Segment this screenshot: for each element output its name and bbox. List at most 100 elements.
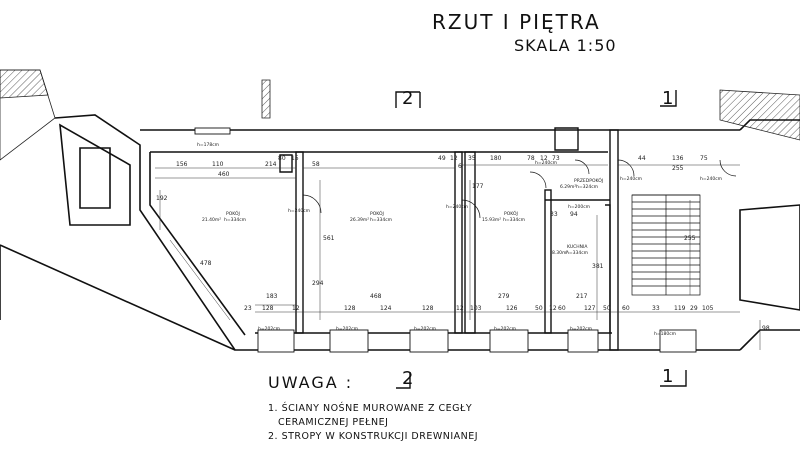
dimension-labels: 156 110 214 460 80 15 58 49 12 35 6 180 … xyxy=(156,142,770,337)
svg-text:103: 103 xyxy=(470,305,482,312)
svg-text:h=240cm: h=240cm xyxy=(620,176,642,182)
svg-text:15.93m²: 15.93m² xyxy=(482,217,501,223)
svg-text:561: 561 xyxy=(323,235,335,242)
svg-text:136: 136 xyxy=(672,155,684,162)
note-2: 2. STROPY W KONSTRUKCJI DREWNIANEJ xyxy=(268,431,479,442)
svg-text:460: 460 xyxy=(218,171,230,178)
room-labels: POKÓJ 21.40m² h=334cm POKÓJ 26.39m² h=33… xyxy=(202,177,603,256)
svg-text:35: 35 xyxy=(468,155,476,162)
section-cut-lines xyxy=(395,90,687,389)
svg-text:60: 60 xyxy=(558,305,566,312)
svg-text:12: 12 xyxy=(450,155,458,162)
svg-text:58: 58 xyxy=(312,161,320,168)
svg-text:PRZEDPOKÓJ: PRZEDPOKÓJ xyxy=(574,177,603,184)
svg-text:128: 128 xyxy=(422,305,434,312)
windows xyxy=(194,127,697,353)
svg-text:98: 98 xyxy=(762,325,770,332)
svg-text:468: 468 xyxy=(370,293,382,300)
svg-text:478: 478 xyxy=(200,260,212,267)
note-1-cont: CERAMICZNEJ PEŁNEJ xyxy=(278,417,389,428)
svg-text:26.39m²: 26.39m² xyxy=(350,217,369,223)
svg-text:h=240cm: h=240cm xyxy=(700,176,722,182)
svg-text:177: 177 xyxy=(472,183,484,190)
svg-text:h=200cm: h=200cm xyxy=(568,204,590,210)
svg-text:h=324cm: h=324cm xyxy=(576,184,598,190)
page-title: RZUT I PIĘTRA xyxy=(432,10,601,34)
section-marker-1-top: 1 xyxy=(662,88,674,109)
svg-text:80: 80 xyxy=(278,155,286,162)
section-marker-2-top: 2 xyxy=(402,88,414,109)
svg-text:183: 183 xyxy=(266,293,278,300)
svg-text:126: 126 xyxy=(506,305,518,312)
svg-text:128: 128 xyxy=(262,305,274,312)
svg-text:75: 75 xyxy=(700,155,708,162)
svg-text:POKÓJ: POKÓJ xyxy=(226,210,240,217)
room-label: POKÓJ 26.39m² h=334cm xyxy=(350,210,392,223)
dimension-lines xyxy=(155,164,761,350)
svg-text:h=334cm: h=334cm xyxy=(370,217,392,223)
svg-text:50: 50 xyxy=(535,305,543,312)
note-1: 1. ŚCIANY NOŚNE MUROWANE Z CEGŁY xyxy=(268,403,473,414)
svg-text:192: 192 xyxy=(156,195,168,202)
svg-text:29: 29 xyxy=(690,305,698,312)
svg-text:h=334cm: h=334cm xyxy=(566,250,588,256)
neighbour-hatch xyxy=(0,69,800,161)
outer-walls xyxy=(0,114,800,351)
svg-text:214: 214 xyxy=(265,161,277,168)
interior-walls xyxy=(279,127,619,351)
svg-text:33: 33 xyxy=(550,211,558,218)
svg-text:124: 124 xyxy=(380,305,392,312)
svg-text:POKÓJ: POKÓJ xyxy=(504,210,518,217)
svg-text:255: 255 xyxy=(684,235,696,242)
svg-text:15: 15 xyxy=(291,155,299,162)
svg-text:217: 217 xyxy=(576,293,588,300)
svg-text:127: 127 xyxy=(584,305,596,312)
svg-text:180: 180 xyxy=(490,155,502,162)
room-label: PRZEDPOKÓJ 6.29m² h=324cm xyxy=(560,177,603,190)
svg-text:255: 255 xyxy=(672,165,684,172)
svg-text:110: 110 xyxy=(212,161,224,168)
svg-text:73: 73 xyxy=(552,155,560,162)
svg-text:h=240cm: h=240cm xyxy=(288,208,310,214)
svg-text:POKÓJ: POKÓJ xyxy=(370,210,384,217)
svg-text:h=202cm: h=202cm xyxy=(414,326,436,332)
svg-text:78: 78 xyxy=(527,155,535,162)
svg-text:60: 60 xyxy=(622,305,630,312)
room-label: POKÓJ 15.93m² h=334cm xyxy=(482,210,525,223)
svg-text:8.30m²: 8.30m² xyxy=(552,250,568,256)
svg-text:105: 105 xyxy=(702,305,714,312)
svg-text:12: 12 xyxy=(540,155,548,162)
staircase xyxy=(631,194,701,296)
svg-text:381: 381 xyxy=(592,263,604,270)
svg-text:21.40m²: 21.40m² xyxy=(202,217,221,223)
svg-text:KUCHNIA: KUCHNIA xyxy=(567,244,588,250)
svg-text:6.29m²: 6.29m² xyxy=(560,184,576,190)
svg-text:h=334cm: h=334cm xyxy=(503,217,525,223)
svg-text:119: 119 xyxy=(674,305,686,312)
svg-text:33: 33 xyxy=(652,305,660,312)
room-label: KUCHNIA 8.30m² h=334cm xyxy=(552,244,588,256)
svg-text:h=240cm: h=240cm xyxy=(535,160,557,166)
svg-text:294: 294 xyxy=(312,280,324,287)
svg-text:94: 94 xyxy=(570,211,578,218)
scale-label: SKALA 1:50 xyxy=(514,36,617,55)
svg-text:h=202cm: h=202cm xyxy=(570,326,592,332)
svg-text:12: 12 xyxy=(549,305,557,312)
svg-text:49: 49 xyxy=(438,155,446,162)
svg-text:128: 128 xyxy=(344,305,356,312)
svg-text:h=202cm: h=202cm xyxy=(258,326,280,332)
svg-text:h=180cm: h=180cm xyxy=(654,331,676,337)
svg-text:12: 12 xyxy=(292,305,300,312)
svg-text:44: 44 xyxy=(638,155,646,162)
svg-text:h=240cm: h=240cm xyxy=(446,204,468,210)
svg-text:6: 6 xyxy=(458,163,462,170)
svg-text:50: 50 xyxy=(603,305,611,312)
svg-text:h=202cm: h=202cm xyxy=(336,326,358,332)
section-marker-1-bottom: 1 xyxy=(662,366,674,387)
room-label: POKÓJ 21.40m² h=334cm xyxy=(202,210,246,223)
svg-text:h=334cm: h=334cm xyxy=(224,217,246,223)
notes-heading: UWAGA : xyxy=(268,373,354,392)
section-marker-2-bottom: 2 xyxy=(402,368,414,389)
svg-text:23: 23 xyxy=(244,305,252,312)
